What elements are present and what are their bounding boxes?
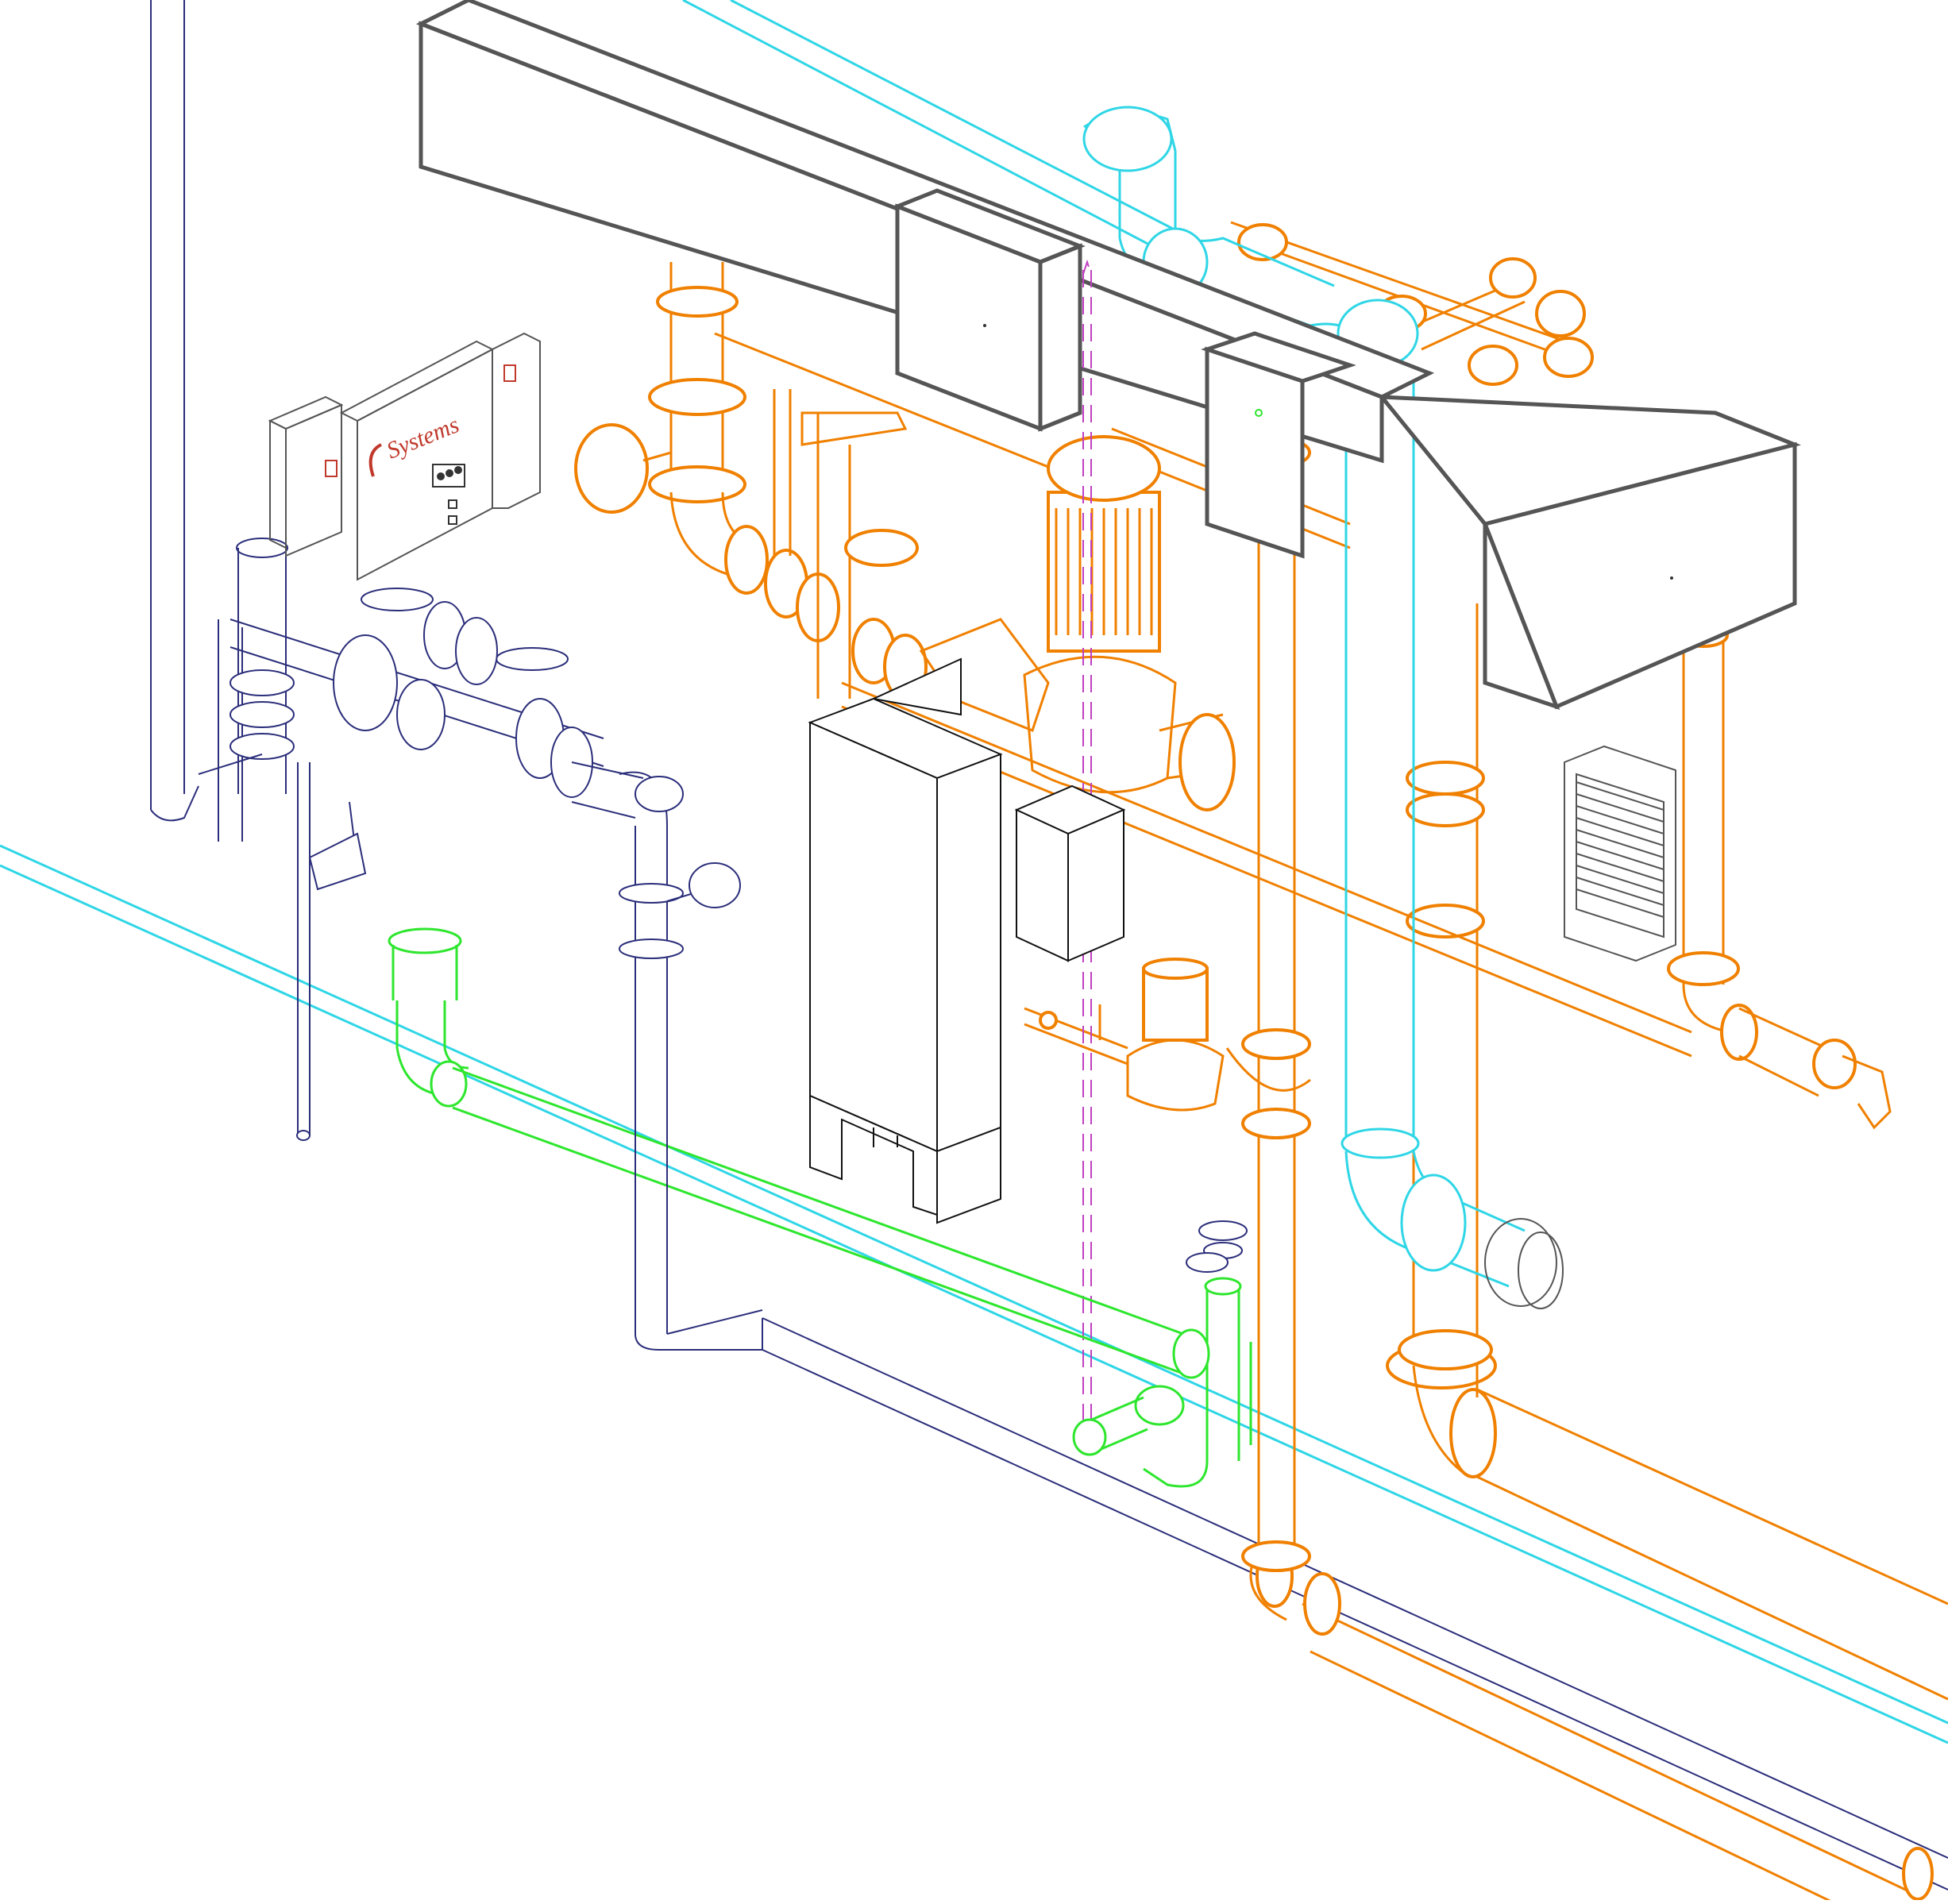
flange xyxy=(1720,1004,1758,1061)
flange xyxy=(1489,257,1537,299)
gas-line-lower-run xyxy=(762,1317,1948,1891)
flange xyxy=(1406,761,1485,796)
flange xyxy=(648,465,746,503)
flange xyxy=(1241,1028,1311,1060)
hot-water-return-bottom xyxy=(1249,1544,1934,1904)
hot-water-supply-bottom xyxy=(1386,1342,1948,1701)
valve-handwheel xyxy=(496,647,569,671)
exhaust-duct xyxy=(415,0,1802,711)
flange xyxy=(1667,951,1740,986)
duct-marker-dots xyxy=(983,324,1673,580)
flange xyxy=(1468,345,1518,386)
flange xyxy=(1178,713,1236,811)
flange xyxy=(1241,1108,1311,1139)
flange xyxy=(1406,904,1485,939)
cold-water-long-run xyxy=(0,0,1948,1744)
flange xyxy=(1398,1329,1493,1370)
valve-handwheel xyxy=(844,529,919,567)
flange xyxy=(1340,1127,1420,1159)
hot-water-riser-1 xyxy=(1225,380,1320,1572)
waste-piping xyxy=(388,927,1252,1488)
panel-switch xyxy=(448,515,457,525)
cold-water-outlet xyxy=(1484,1218,1557,1307)
elbow xyxy=(1082,106,1173,172)
brand-logo-icon xyxy=(368,443,383,477)
pressure-reducing-valve xyxy=(1024,958,1225,1112)
flange xyxy=(656,286,739,318)
flange xyxy=(1400,1174,1467,1272)
louver-grille xyxy=(1564,745,1676,962)
circulating-pump xyxy=(1023,435,1236,811)
flange xyxy=(1303,1572,1341,1636)
control-panel-brand: Systems xyxy=(383,411,462,464)
flange xyxy=(1535,290,1586,337)
valve-handwheel xyxy=(689,862,741,908)
flange xyxy=(1449,1388,1497,1478)
hot-water-riser-3 xyxy=(1667,622,1892,1130)
gas-train xyxy=(198,538,763,1351)
hot-water-left-cluster xyxy=(574,262,1050,732)
valve-handwheel xyxy=(574,423,649,514)
flange xyxy=(1543,337,1594,378)
flange xyxy=(619,939,684,959)
flange xyxy=(724,525,769,595)
disconnect-switch-icon xyxy=(503,364,516,382)
flange xyxy=(619,883,684,904)
flange xyxy=(1241,1540,1311,1572)
water-heater-cabinet xyxy=(808,657,1003,1224)
floor-drain xyxy=(1198,1220,1248,1241)
flange xyxy=(648,378,746,416)
control-panel: Systems xyxy=(268,332,541,581)
disconnect-switch-icon xyxy=(325,460,338,477)
gas-line-left-vertical xyxy=(150,0,199,822)
flange xyxy=(1406,792,1485,827)
panel-switch xyxy=(448,499,457,509)
valve-handwheel xyxy=(361,588,434,611)
controller-box xyxy=(1014,784,1126,962)
